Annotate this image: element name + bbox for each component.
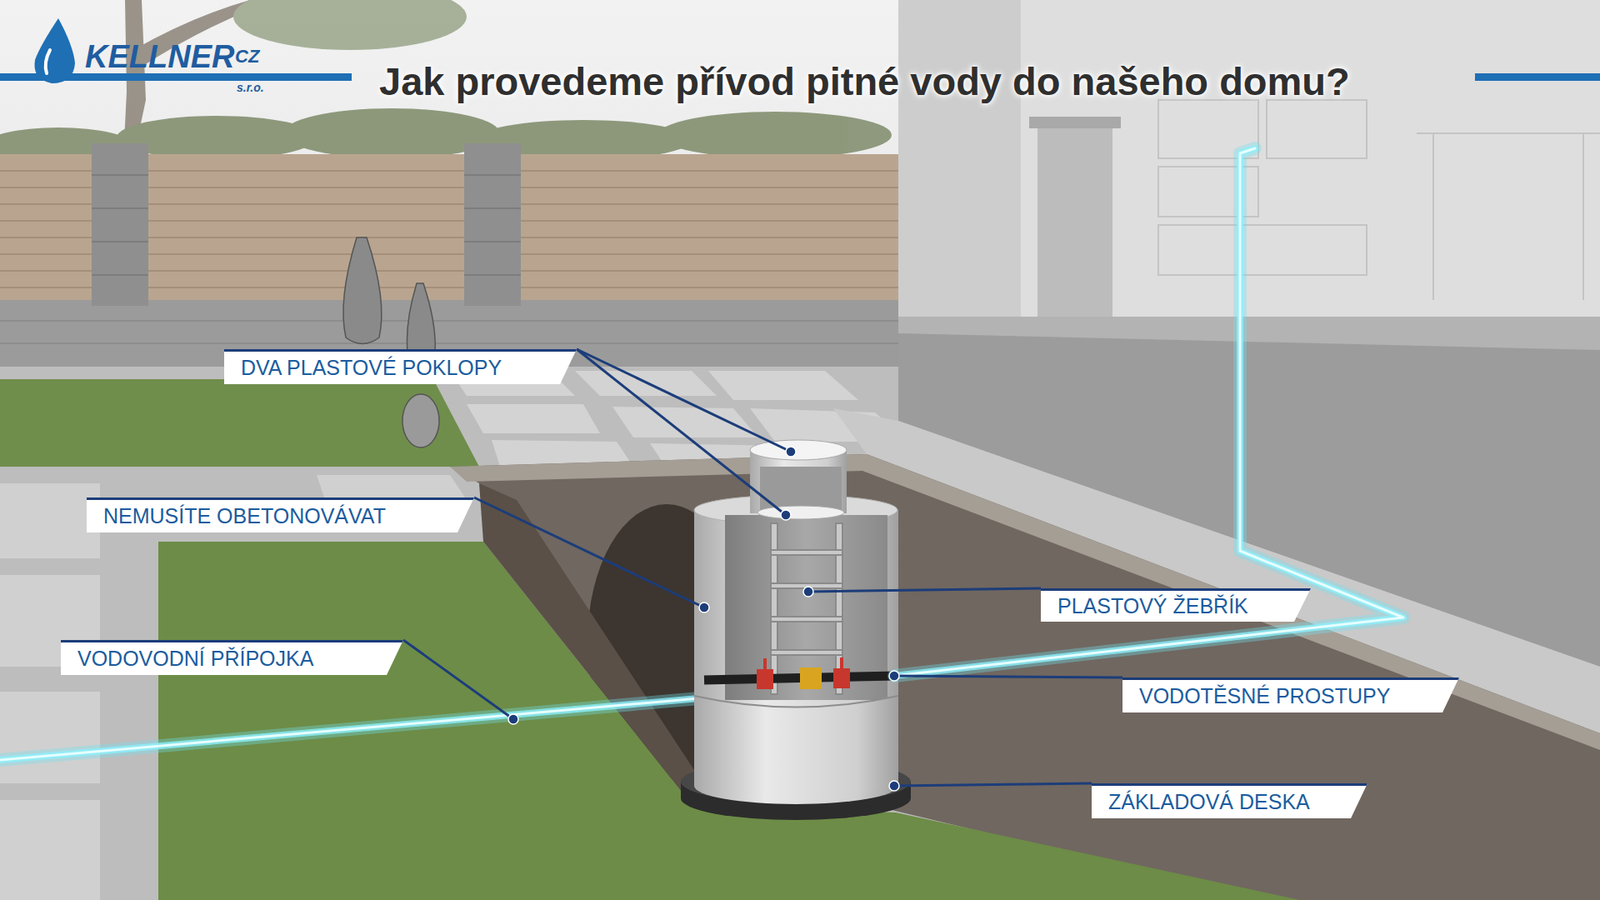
- page-title: Jak provedeme přívod pitné vody do našeh…: [379, 58, 1350, 105]
- vases: [343, 237, 440, 448]
- logo-suffix: CZ: [235, 46, 260, 67]
- callout-label: DVA PLASTOVÉ POKLOPY: [240, 355, 502, 381]
- logo-name: KELLNER: [85, 40, 235, 75]
- lawn: [0, 379, 480, 467]
- callout-label: VODOVODNÍ PŘÍPOJKA: [77, 645, 314, 672]
- callout-label-box: ZÁKLADOVÁ DESKA: [1091, 783, 1368, 819]
- leader-lines: [403, 349, 1123, 786]
- logo-company-form: s.r.o.: [236, 81, 265, 95]
- callout-label-box: NEMUSÍTE OBETONOVÁVAT: [86, 497, 475, 533]
- callout-label-box: VODOTĚSNÉ PROSTUPY: [1122, 677, 1460, 713]
- header-bar: [1475, 73, 1600, 81]
- water-meter-shaft: [680, 440, 911, 820]
- fence: [0, 143, 909, 371]
- water-pipe: [0, 698, 700, 760]
- callout-label: ZÁKLADOVÁ DESKA: [1108, 789, 1310, 815]
- paving-tiles: [450, 370, 909, 470]
- callout-label: NEMUSÍTE OBETONOVÁVAT: [103, 503, 386, 530]
- callout-label: PLASTOVÝ ŽEBŘÍK: [1057, 593, 1249, 620]
- logo-drop: [34, 18, 75, 84]
- water-pipe-house: [894, 148, 1404, 676]
- soil-cut: [479, 483, 717, 805]
- callout-label-box: DVA PLASTOVÉ POKLOPY: [224, 349, 577, 385]
- callout-label-box: VODOVODNÍ PŘÍPOJKA: [60, 640, 404, 675]
- callout-label: VODOTĚSNÉ PROSTUPY: [1139, 683, 1390, 710]
- leader-dots: [508, 446, 900, 791]
- callout-label-box: PLASTOVÝ ŽEBŘÍK: [1040, 588, 1311, 622]
